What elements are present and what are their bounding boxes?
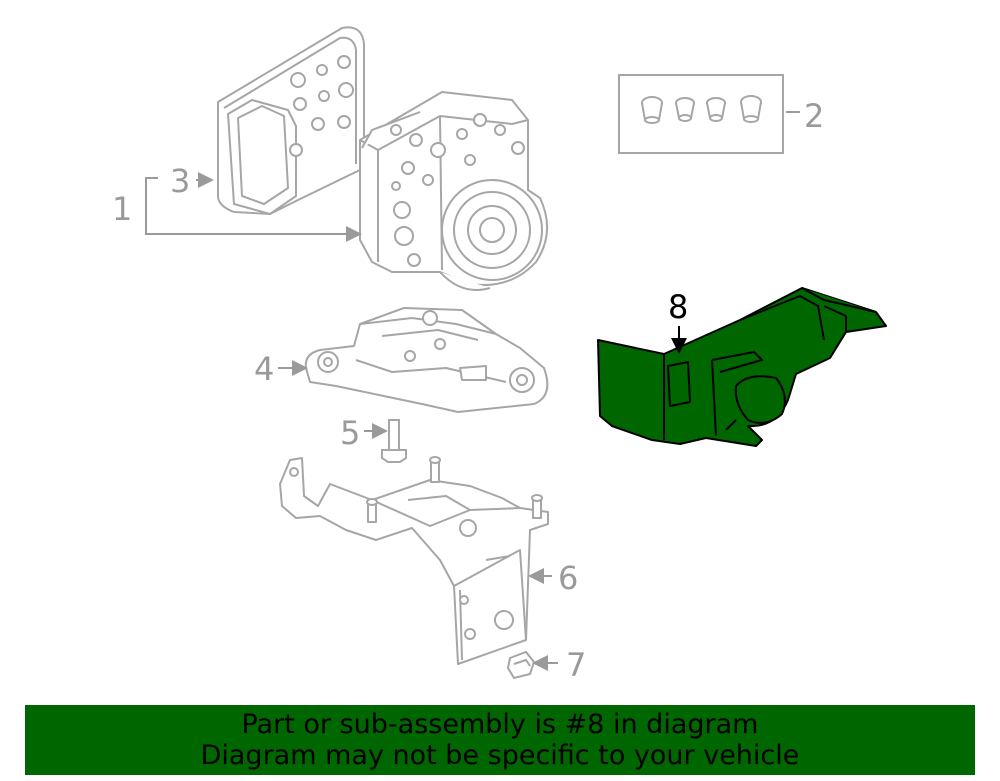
- banner-line-2: Diagram may not be specific to your vehi…: [200, 740, 800, 771]
- callout-7: 7: [566, 646, 586, 684]
- part-1-abs-hydraulic-unit[interactable]: [359, 91, 549, 291]
- part-8-highlighted-cover[interactable]: [597, 287, 887, 447]
- part-7-nut[interactable]: [506, 650, 536, 680]
- banner-line-1: Part or sub-assembly is #8 in diagram: [241, 709, 759, 740]
- info-banner: Part or sub-assembly is #8 in diagram Di…: [25, 705, 975, 775]
- part-6-bracket[interactable]: [279, 456, 549, 665]
- part-5-bolt[interactable]: [381, 419, 407, 463]
- parts-diagram: 1 2 3 4 5 6 7 8: [112, 26, 887, 684]
- part-2-grommets[interactable]: [618, 74, 784, 154]
- part-3-control-module[interactable]: [217, 26, 365, 215]
- callout-2: 2: [804, 97, 824, 135]
- callout-1: 1: [112, 190, 132, 228]
- callout-6: 6: [558, 559, 578, 597]
- callout-4: 4: [254, 350, 274, 388]
- callout-8: 8: [668, 288, 688, 326]
- callout-3: 3: [170, 162, 190, 200]
- callout-leaders: [145, 111, 800, 671]
- callout-5: 5: [340, 414, 360, 452]
- part-4-mounting-plate[interactable]: [304, 307, 549, 413]
